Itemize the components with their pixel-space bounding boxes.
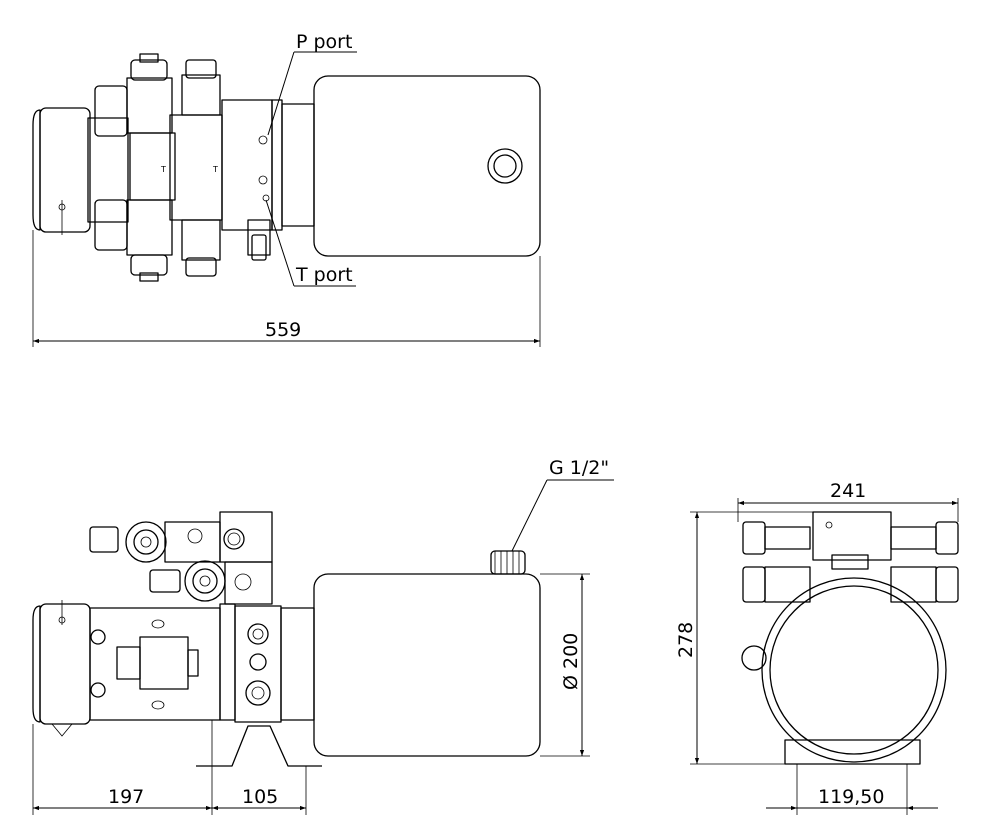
dim-diameter: Ø 200: [540, 573, 590, 757]
front-view: G 1/2" Ø 200 197 105: [32, 457, 614, 815]
front-block: [219, 603, 315, 723]
front-tank: [313, 550, 541, 757]
t-port-callout: T port: [265, 199, 356, 287]
front-valves-lower: [149, 560, 273, 605]
p-port-label: P port: [296, 31, 352, 53]
top-view: T T P port T port 559: [32, 31, 541, 347]
dim-105-value: 105: [242, 786, 278, 808]
top-t-mark-2: T: [212, 165, 218, 174]
dim-197-value: 197: [108, 786, 144, 808]
front-motor: [32, 600, 221, 737]
dim-559-value: 559: [265, 319, 301, 341]
top-flange-body: [281, 103, 315, 227]
front-foot: [196, 725, 322, 767]
dim-241: 241: [737, 480, 959, 522]
dim-278-value: 278: [675, 622, 697, 658]
thread-label: G 1/2": [549, 457, 609, 479]
side-tank: [741, 577, 947, 765]
top-motor: [32, 107, 129, 235]
top-valves: T T: [94, 53, 273, 282]
dim-bottom: 197 105: [32, 720, 307, 815]
dim-diameter-value: Ø 200: [560, 633, 582, 690]
top-t-mark: T: [160, 165, 166, 174]
dim-559: 559: [32, 230, 541, 347]
side-valves: [742, 511, 959, 603]
dim-278: 278: [675, 511, 813, 765]
top-tank: [313, 75, 541, 257]
top-flange: [271, 99, 283, 231]
p-port-callout: P port: [267, 31, 357, 136]
dim-241-value: 241: [830, 480, 866, 502]
dim-119-value: 119,50: [818, 786, 884, 808]
side-view: 241 278 119,50: [675, 480, 959, 815]
thread-callout: G 1/2": [511, 457, 614, 552]
t-port-label: T port: [295, 264, 353, 286]
front-valves-upper: [89, 511, 273, 563]
dim-119: 119,50: [766, 764, 938, 815]
